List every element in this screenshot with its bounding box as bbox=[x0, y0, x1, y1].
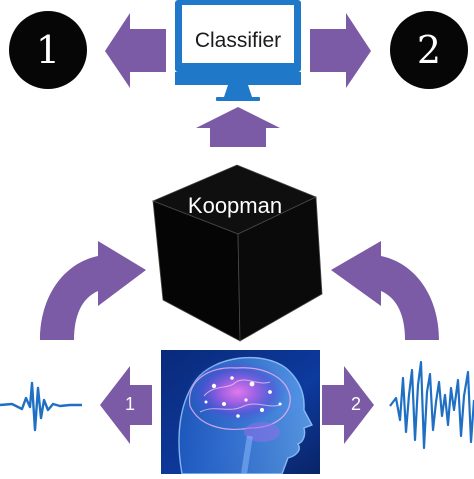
output-circle-1 bbox=[9, 11, 87, 89]
arrow-cube-to-classifier bbox=[196, 107, 280, 147]
arrow-to-output-2 bbox=[310, 13, 371, 88]
arrow-to-signal-2 bbox=[322, 366, 374, 444]
monitor-icon bbox=[175, 0, 301, 101]
output-circle-2 bbox=[390, 11, 468, 89]
arrow-to-signal-1 bbox=[100, 366, 152, 444]
eeg-signal-icon bbox=[0, 381, 82, 432]
curved-arrow-right bbox=[331, 241, 439, 340]
brain-image bbox=[161, 350, 320, 475]
arrow-to-output-1 bbox=[105, 13, 166, 88]
cube-icon bbox=[151, 164, 323, 342]
curved-arrow-left bbox=[40, 241, 146, 340]
eeg-signal-icon bbox=[389, 360, 474, 450]
